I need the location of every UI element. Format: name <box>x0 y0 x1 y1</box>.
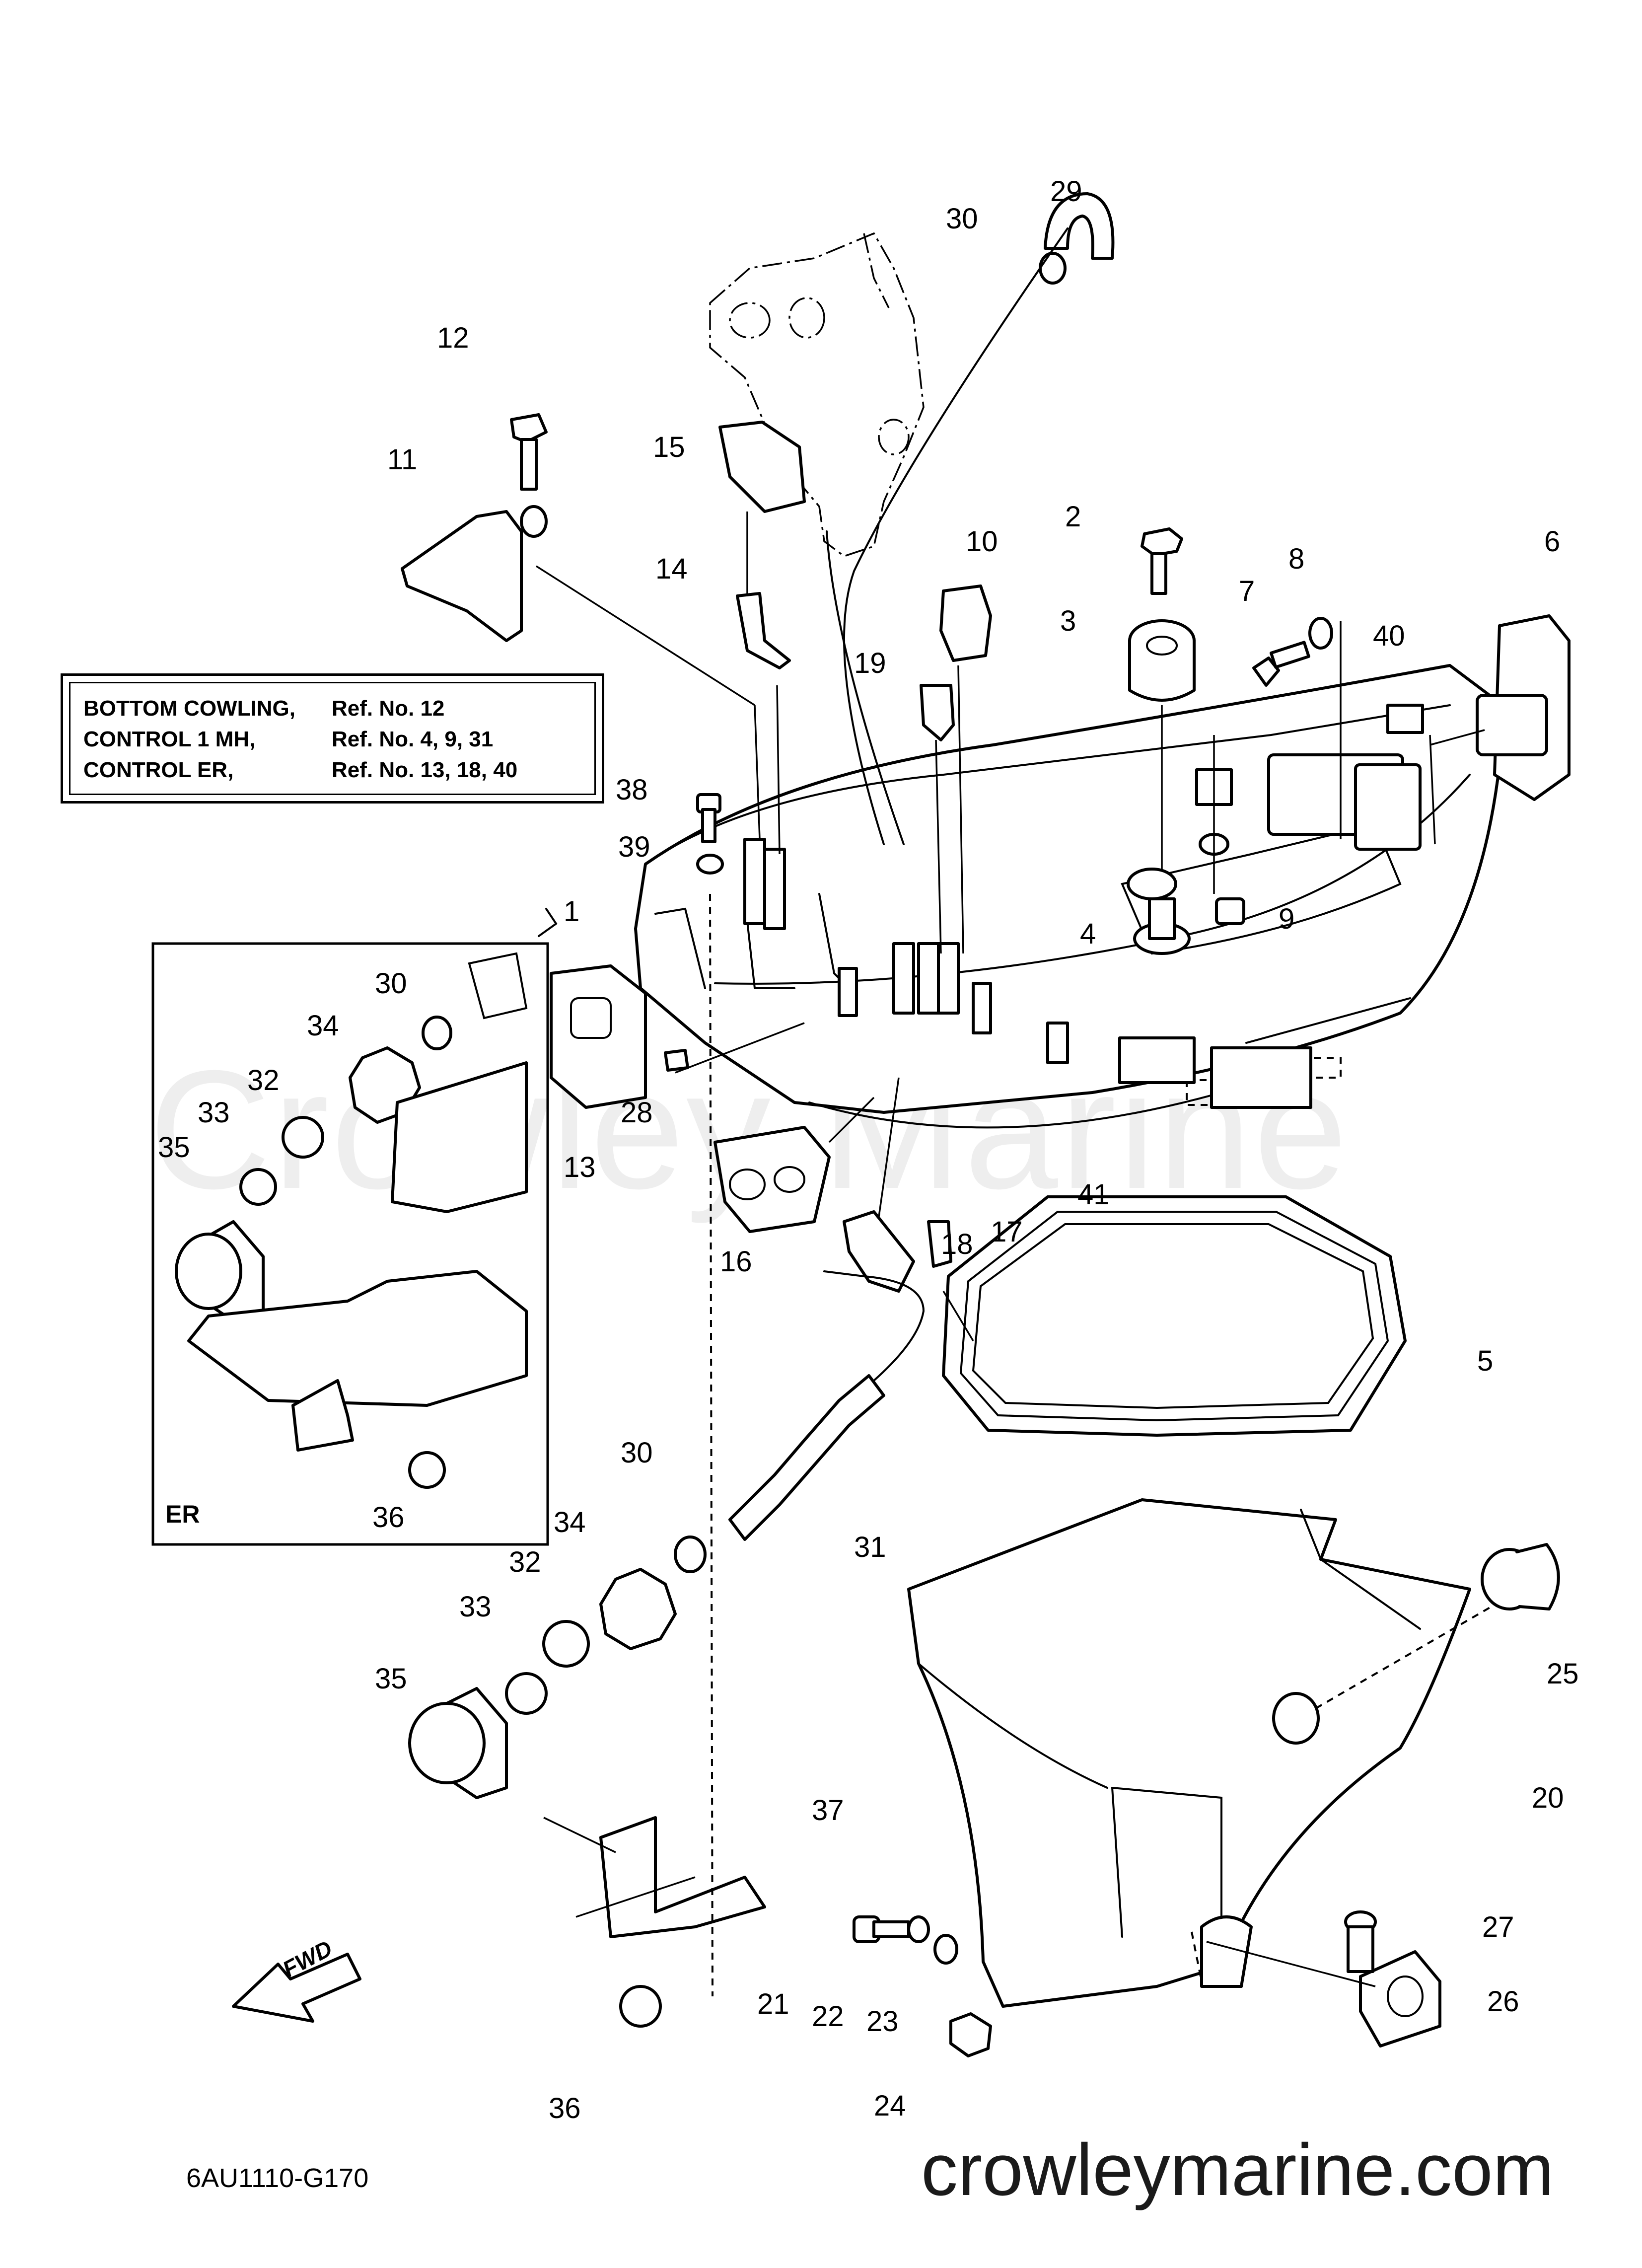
callout-3: 3 <box>1060 605 1076 637</box>
callout-13: 13 <box>564 1151 596 1183</box>
callout-14: 14 <box>655 553 688 585</box>
callout-26: 26 <box>1487 1985 1519 2018</box>
callout-19: 19 <box>854 647 886 679</box>
callout-21: 21 <box>757 1988 789 2020</box>
callout-36a: 36 <box>549 2092 581 2124</box>
callout-30c: 30 <box>621 1437 653 1469</box>
callout-15: 15 <box>653 431 685 463</box>
callout-34a: 34 <box>554 1506 586 1538</box>
seal-gasket <box>942 1195 1407 1437</box>
callout-11: 11 <box>387 443 417 476</box>
callout-10: 10 <box>966 525 998 558</box>
legend-label: BOTTOM COWLING, <box>83 696 295 721</box>
engine-block-outline <box>709 232 925 557</box>
callout-2: 2 <box>1065 501 1081 533</box>
callout-33b: 33 <box>198 1097 230 1129</box>
callout-30a: 30 <box>946 203 978 235</box>
lower-apron <box>907 1498 1505 2008</box>
legend-refs: Ref. No. 12 <box>332 696 445 721</box>
callout-22: 22 <box>812 2000 844 2033</box>
callout-23: 23 <box>866 2005 899 2038</box>
callout-40: 40 <box>1373 620 1405 652</box>
er-inset <box>151 942 549 1546</box>
callout-28: 28 <box>621 1097 653 1129</box>
diagram-code: 6AU1110-G170 <box>186 2163 369 2193</box>
callout-17: 17 <box>991 1216 1023 1248</box>
callout-24: 24 <box>874 2090 906 2122</box>
callout-labels: 1 2 3 4 5 6 7 8 9 10 11 12 13 14 15 16 1… <box>158 175 1579 2124</box>
callout-12: 12 <box>437 322 469 354</box>
legend-inner: BOTTOM COWLING, Ref. No. 12 CONTROL 1 MH… <box>69 682 596 795</box>
callout-38: 38 <box>616 774 648 806</box>
callout-36b: 36 <box>372 1501 405 1534</box>
callout-5: 5 <box>1477 1345 1493 1377</box>
small-parts <box>175 192 1571 2057</box>
callout-18: 18 <box>941 1228 973 1260</box>
callout-16: 16 <box>720 1245 752 1278</box>
callout-1: 1 <box>564 895 579 928</box>
callout-33a: 33 <box>459 1591 492 1623</box>
callout-4: 4 <box>1080 918 1096 950</box>
callout-32a: 32 <box>509 1546 541 1578</box>
callout-32b: 32 <box>247 1064 280 1097</box>
fwd-arrow-icon <box>232 1953 361 2023</box>
callout-37: 37 <box>812 1794 844 1827</box>
callout-27: 27 <box>1482 1911 1514 1943</box>
callout-39: 39 <box>618 831 650 863</box>
legend-row: CONTROL ER, Ref. No. 13, 18, 40 <box>83 755 581 786</box>
callout-9: 9 <box>1279 903 1294 935</box>
callout-29: 29 <box>1050 175 1082 208</box>
callout-8: 8 <box>1288 543 1304 575</box>
legend-row: BOTTOM COWLING, Ref. No. 12 <box>83 693 581 724</box>
legend-label: CONTROL 1 MH, <box>83 727 256 751</box>
legend-row: CONTROL 1 MH, Ref. No. 4, 9, 31 <box>83 724 581 755</box>
legend-box: BOTTOM COWLING, Ref. No. 12 CONTROL 1 MH… <box>61 673 604 804</box>
site-url: crowleymarine.com <box>921 2129 1554 2211</box>
inset-label: ER <box>165 1500 200 1528</box>
callout-31: 31 <box>854 1531 886 1563</box>
callout-25: 25 <box>1547 1658 1579 1690</box>
bottom-cowling <box>634 664 1501 1129</box>
callout-35b: 35 <box>158 1131 190 1164</box>
leader-lines <box>536 227 1485 1997</box>
callout-34b: 34 <box>307 1010 339 1042</box>
legend-refs: Ref. No. 4, 9, 31 <box>332 727 494 751</box>
legend-label: CONTROL ER, <box>83 758 234 782</box>
callout-30b: 30 <box>375 967 407 1000</box>
callout-41: 41 <box>1077 1178 1110 1211</box>
callout-7: 7 <box>1239 575 1255 607</box>
callout-35a: 35 <box>375 1663 407 1695</box>
callout-6: 6 <box>1544 525 1560 558</box>
callout-20: 20 <box>1532 1782 1564 1814</box>
legend-refs: Ref. No. 13, 18, 40 <box>332 758 518 782</box>
